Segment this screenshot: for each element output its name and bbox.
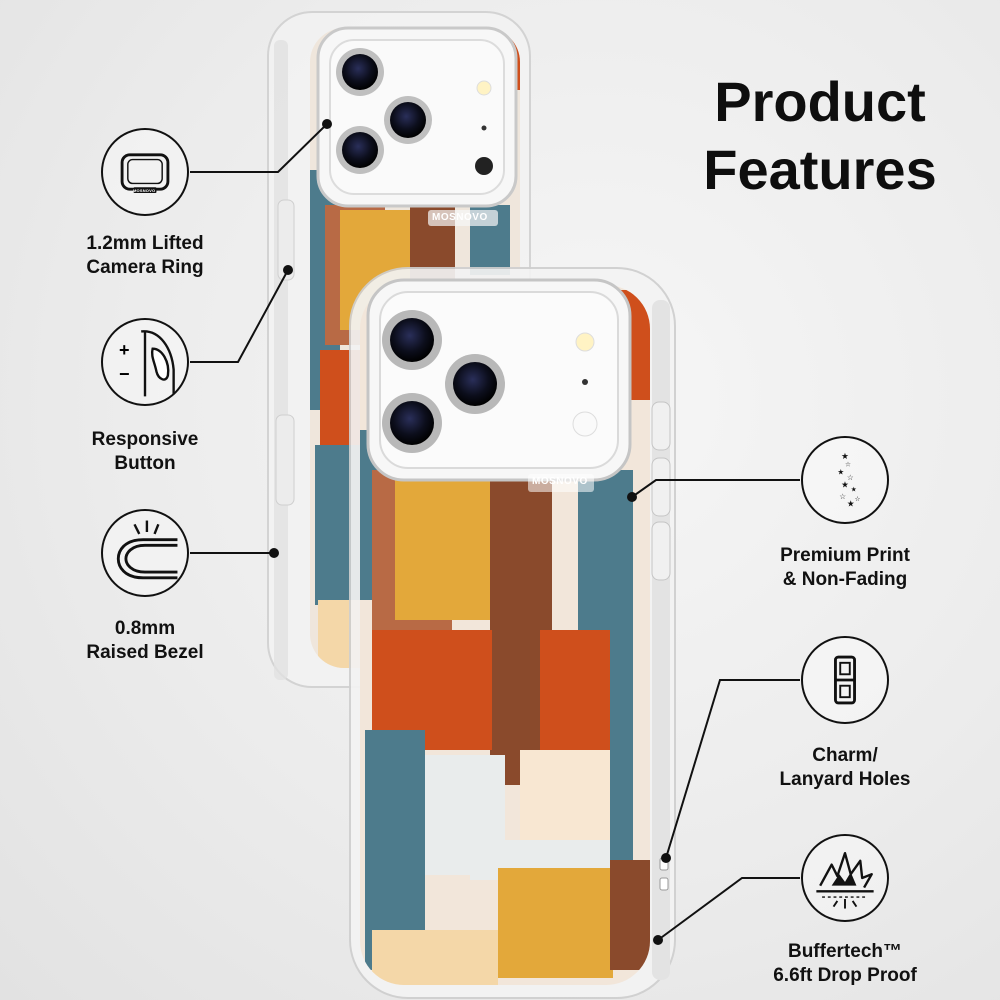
- drop-proof-label: Buffertech™ 6.6ft Drop Proof: [773, 941, 917, 986]
- svg-text:☆: ☆: [845, 461, 851, 469]
- brand-label-back: MOSNOVO: [432, 212, 488, 223]
- svg-text:★: ★: [837, 467, 844, 476]
- svg-text:★: ★: [847, 500, 855, 510]
- page-title: Product Features: [660, 68, 980, 204]
- svg-text:☆: ☆: [855, 495, 861, 503]
- title-line-1: Product: [714, 70, 926, 133]
- raised-bezel-icon: [101, 509, 189, 597]
- title-line-2: Features: [703, 138, 937, 201]
- plus-icon: +: [119, 340, 130, 360]
- camera-ring-brand: MOSNOVO: [133, 188, 156, 193]
- minus-icon: −: [119, 364, 130, 384]
- svg-text:★: ★: [841, 452, 849, 462]
- lanyard-holes-label: Charm/ Lanyard Holes: [779, 745, 911, 790]
- responsive-button-icon: + −: [101, 318, 189, 406]
- brand-label-front: MOSNOVO: [532, 476, 588, 487]
- drop-proof-icon: [801, 834, 889, 922]
- svg-text:☆: ☆: [839, 492, 846, 501]
- lanyard-holes-icon: [801, 636, 889, 724]
- camera-ring-icon: [101, 128, 189, 216]
- premium-print-icon: ★ ☆ ★ ☆ ★ ★ ☆ ★ ☆: [801, 436, 889, 524]
- front-phone: [349, 267, 676, 999]
- svg-text:☆: ☆: [847, 473, 854, 482]
- svg-text:★: ★: [851, 485, 857, 493]
- svg-text:★: ★: [841, 481, 849, 491]
- camera-ring-label: 1.2mm Lifted Camera Ring: [86, 233, 204, 278]
- raised-bezel-label: 0.8mm Raised Bezel: [86, 618, 204, 663]
- responsive-button-label: Responsive Button: [91, 429, 199, 474]
- premium-print-label: Premium Print & Non-Fading: [780, 545, 910, 590]
